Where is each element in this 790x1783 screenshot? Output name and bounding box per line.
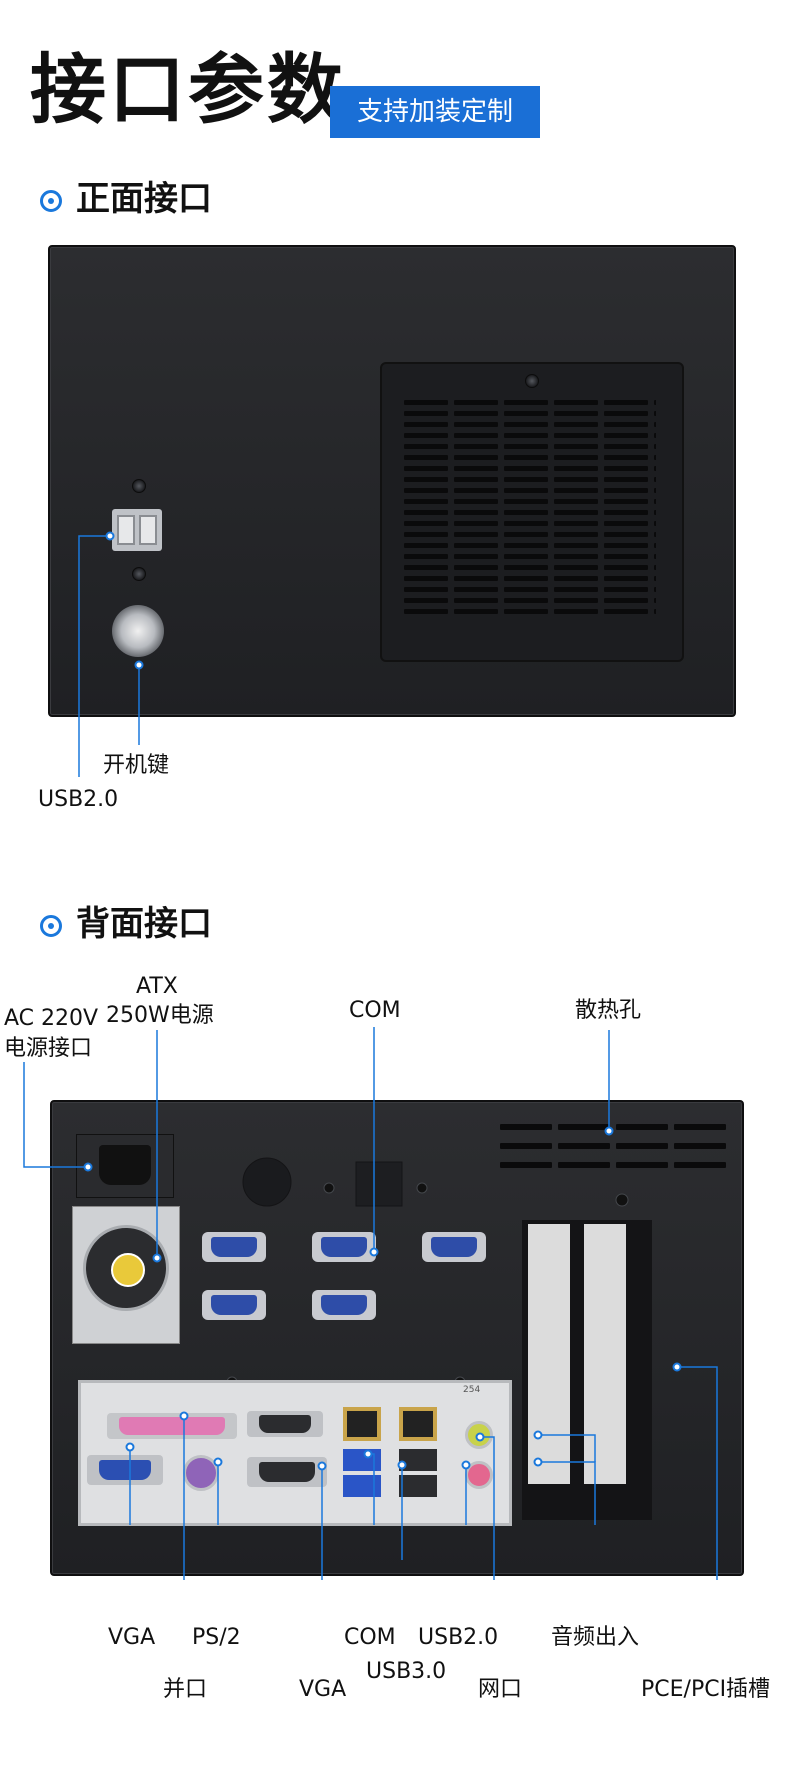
lan-port-1 [343,1407,381,1441]
vga-port-left [87,1455,163,1485]
com-port-5 [312,1290,376,1320]
usb3-port [343,1475,381,1497]
customization-badge: 支持加装定制 [330,86,540,138]
ac-input-label-line1: AC 220V [4,1006,99,1031]
com-port-3 [422,1232,486,1262]
vga-left-label: VGA [108,1625,156,1650]
usb2-label: USB2.0 [418,1625,499,1650]
vga-right-label: VGA [299,1677,347,1702]
screw-icon [132,567,146,581]
usb2-port [399,1449,437,1471]
pci-slot-cover [528,1224,570,1484]
vent-holes-label: 散热孔 [575,998,642,1023]
com-port-2 [312,1232,376,1262]
front-vent-panel [380,362,684,662]
atx-psu-label-line1: ATX [136,974,178,999]
com-port-4 [202,1290,266,1320]
ac-input-label-line2: 电源接口 [4,1036,93,1061]
section-bullet-icon [40,190,62,212]
com-port-io [247,1411,323,1437]
lan-label: 网口 [478,1677,523,1702]
power-key-label: 开机键 [103,753,170,778]
power-button-icon [112,605,164,657]
vent-grille [404,400,656,620]
screw-icon [132,479,146,493]
front-usb-ports [112,509,162,551]
com-bottom-label: COM [344,1625,396,1650]
rear-panel: 254 [50,1100,744,1576]
atx-psu-label-line2: 250W电源 [106,1003,214,1028]
expansion-slot-area [522,1220,652,1520]
vga-port-right [247,1457,327,1487]
com-top-label: COM [349,998,401,1023]
rear-section-title: 背面接口 [76,904,212,944]
psu-fan-icon [72,1206,180,1344]
usb2-port [399,1475,437,1497]
io-shield: 254 [78,1380,512,1526]
audio-label: 音频出入 [551,1625,640,1650]
section-bullet-icon [40,915,62,937]
parallel-label: 并口 [163,1677,208,1702]
lan-port-2 [399,1407,437,1441]
com-port-1 [202,1232,266,1262]
front-usb-label: USB2.0 [38,787,119,812]
ps2-label: PS/2 [192,1625,241,1650]
parallel-port [107,1413,237,1439]
pci-slot-cover [584,1224,626,1484]
front-panel [48,245,736,717]
lan-tag: 254 [463,1385,481,1395]
pci-slot-label: PCE/PCI插槽 [641,1677,771,1702]
usb3-label: USB3.0 [366,1659,447,1684]
page-title: 接口参数 [30,45,346,134]
screw-icon [525,374,539,388]
front-section-title: 正面接口 [76,179,212,219]
